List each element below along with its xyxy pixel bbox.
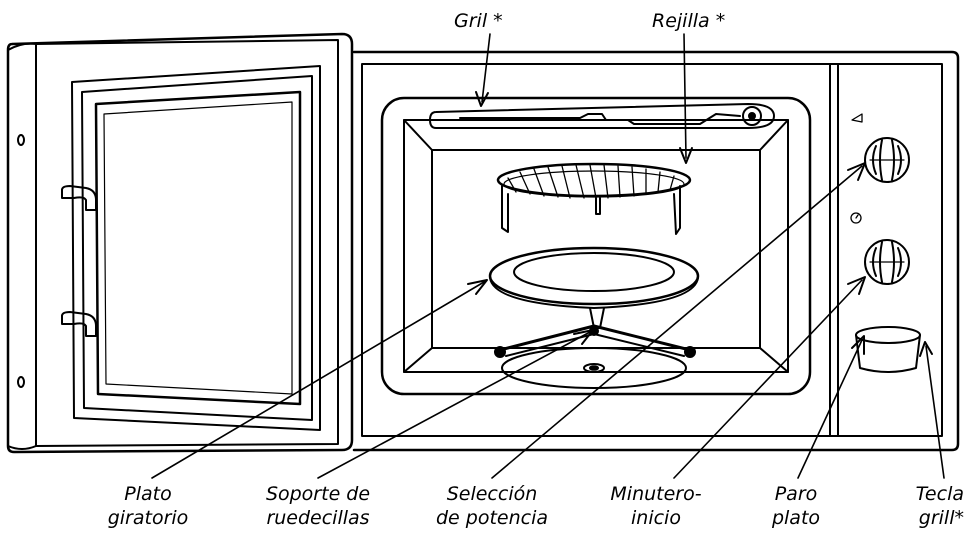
timer-knob[interactable] <box>864 239 910 285</box>
microwave-body <box>352 50 960 452</box>
label-paro-line1: Paro <box>774 483 818 505</box>
label-plato-line2: giratorio <box>107 507 189 529</box>
label-seleccion-line2: de potencia <box>435 507 549 529</box>
cooking-rack <box>496 162 692 235</box>
label-rejilla-text: Rejilla * <box>652 10 726 32</box>
leader-lines <box>151 33 945 479</box>
roller-support <box>494 307 696 389</box>
label-gril: Gril * <box>454 9 503 33</box>
oven-cavity <box>380 96 812 396</box>
label-plato-giratorio: Plato giratorio <box>88 482 208 530</box>
label-minutero-inicio: Minutero- inicio <box>596 482 716 530</box>
power-level-knob[interactable] <box>864 137 910 183</box>
label-plato-line1: Plato <box>124 483 172 505</box>
label-soporte-line1: Soporte de <box>265 483 371 505</box>
label-tecla-line2: grill* <box>918 507 964 529</box>
label-seleccion-line1: Selección <box>446 483 538 505</box>
label-paro-line2: plato <box>771 507 821 529</box>
label-soporte-line2: ruedecillas <box>266 507 370 529</box>
hinge-top-icon <box>17 134 25 146</box>
label-soporte-ruedecillas: Soporte de ruedecillas <box>248 482 388 530</box>
grill-element <box>429 103 775 129</box>
door-open-button[interactable] <box>855 326 921 373</box>
label-tecla-grill: Tecla grill* <box>892 482 964 530</box>
label-minutero-line1: Minutero- <box>610 483 702 505</box>
microwave-door <box>6 32 354 454</box>
label-rejilla: Rejilla * <box>652 9 725 33</box>
label-paro-plato: Paro plato <box>756 482 836 530</box>
turntable-plate <box>488 246 700 309</box>
label-tecla-line1: Tecla <box>915 483 964 505</box>
label-gril-text: Gril * <box>454 10 503 32</box>
power-level-icon <box>851 113 863 123</box>
label-seleccion-potencia: Selección de potencia <box>422 482 562 530</box>
timer-clock-icon <box>850 212 862 224</box>
label-minutero-line2: inicio <box>631 507 681 529</box>
hinge-bottom-icon <box>17 376 25 388</box>
